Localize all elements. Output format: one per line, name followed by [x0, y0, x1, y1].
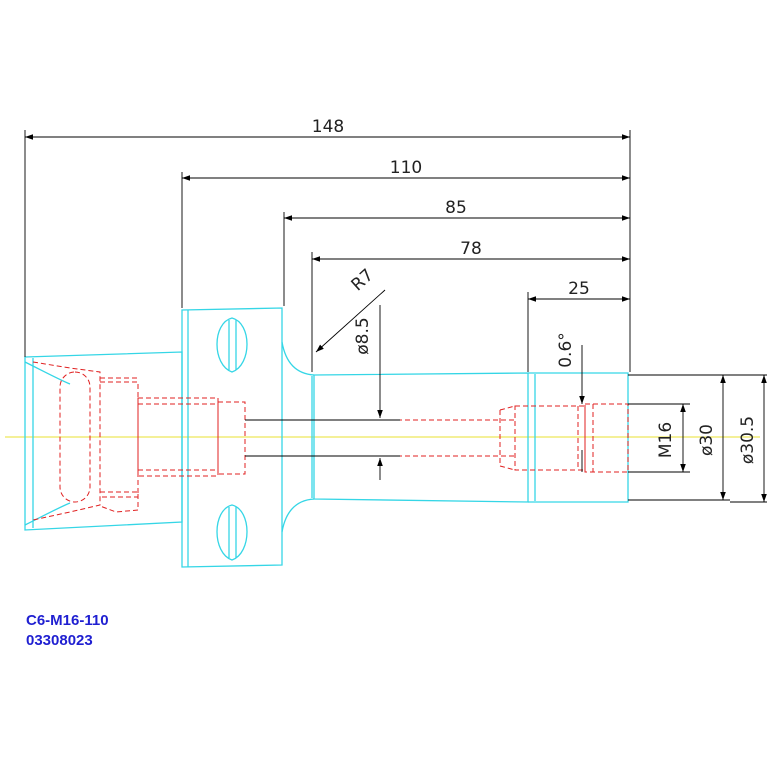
dim-label-bore: ø8.5 — [353, 317, 373, 354]
dim-label-25: 25 — [568, 279, 590, 299]
radius-leader — [315, 289, 386, 353]
dim-label-110: 110 — [390, 158, 422, 178]
part-model-label: C6-M16-110 — [26, 612, 109, 629]
dimension-lines — [24, 130, 767, 503]
dim-label-radius: R7 — [348, 265, 378, 295]
dim-label-85: 85 — [445, 198, 467, 218]
dim-label-angle: 0.6° — [556, 332, 576, 368]
hidden-lines — [32, 361, 629, 521]
dim-label-thread: M16 — [656, 422, 676, 458]
dim-label-shank: ø30 — [697, 424, 717, 456]
dim-label-148: 148 — [312, 117, 344, 137]
part-number-label: 03308023 — [26, 632, 93, 649]
dim-label-outer: ø30.5 — [738, 416, 758, 464]
dim-label-78: 78 — [460, 239, 482, 259]
